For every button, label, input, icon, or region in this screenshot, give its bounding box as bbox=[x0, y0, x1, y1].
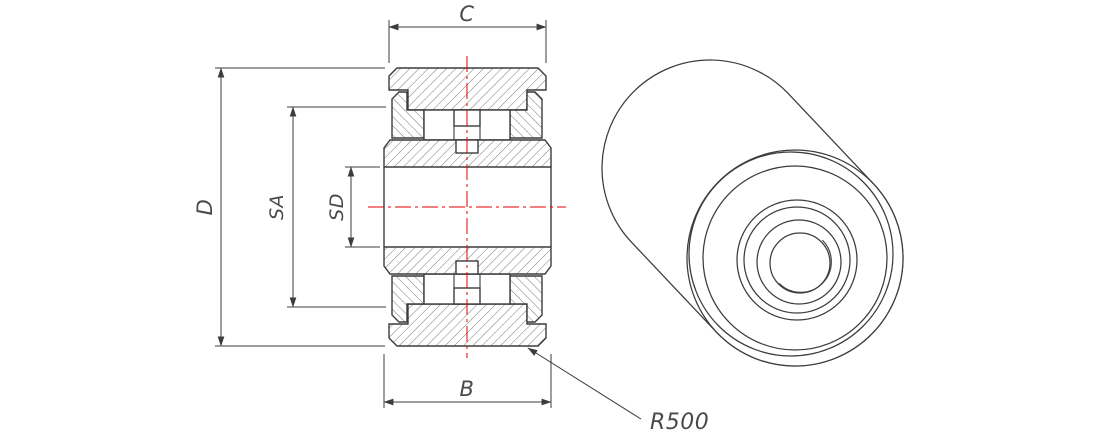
washer-step bbox=[743, 206, 851, 314]
centerlines bbox=[368, 56, 566, 358]
dimension-sa: SA bbox=[266, 106, 386, 308]
radius-label-r500: R500 bbox=[650, 410, 709, 434]
radius-callout-r500: R500 bbox=[527, 347, 709, 434]
bore-edge bbox=[769, 232, 831, 294]
isometric-view bbox=[601, 59, 904, 367]
dimension-b: B bbox=[383, 354, 552, 408]
dim-label-d: D bbox=[193, 199, 217, 216]
outer-ring-section-bottom bbox=[388, 303, 547, 347]
dim-label-sa: SA bbox=[266, 194, 288, 220]
dimension-d: D bbox=[193, 67, 385, 347]
bore-far-rim bbox=[778, 239, 832, 293]
dimensions: C D SA SD B R500 bbox=[193, 2, 709, 434]
dimension-c: C bbox=[388, 2, 547, 63]
dim-label-c: C bbox=[459, 2, 474, 26]
inner-ring-chamfer bbox=[756, 219, 842, 305]
washer-outer-edge bbox=[736, 199, 858, 321]
front-face-rim bbox=[686, 149, 904, 367]
leader-line bbox=[527, 347, 642, 420]
crown-edge bbox=[688, 151, 894, 357]
cross-section-view bbox=[383, 67, 552, 347]
dim-label-sd: SD bbox=[326, 193, 348, 221]
dim-label-b: B bbox=[460, 377, 475, 401]
dimension-sd: SD bbox=[326, 166, 380, 248]
face-chamfer bbox=[702, 165, 888, 351]
